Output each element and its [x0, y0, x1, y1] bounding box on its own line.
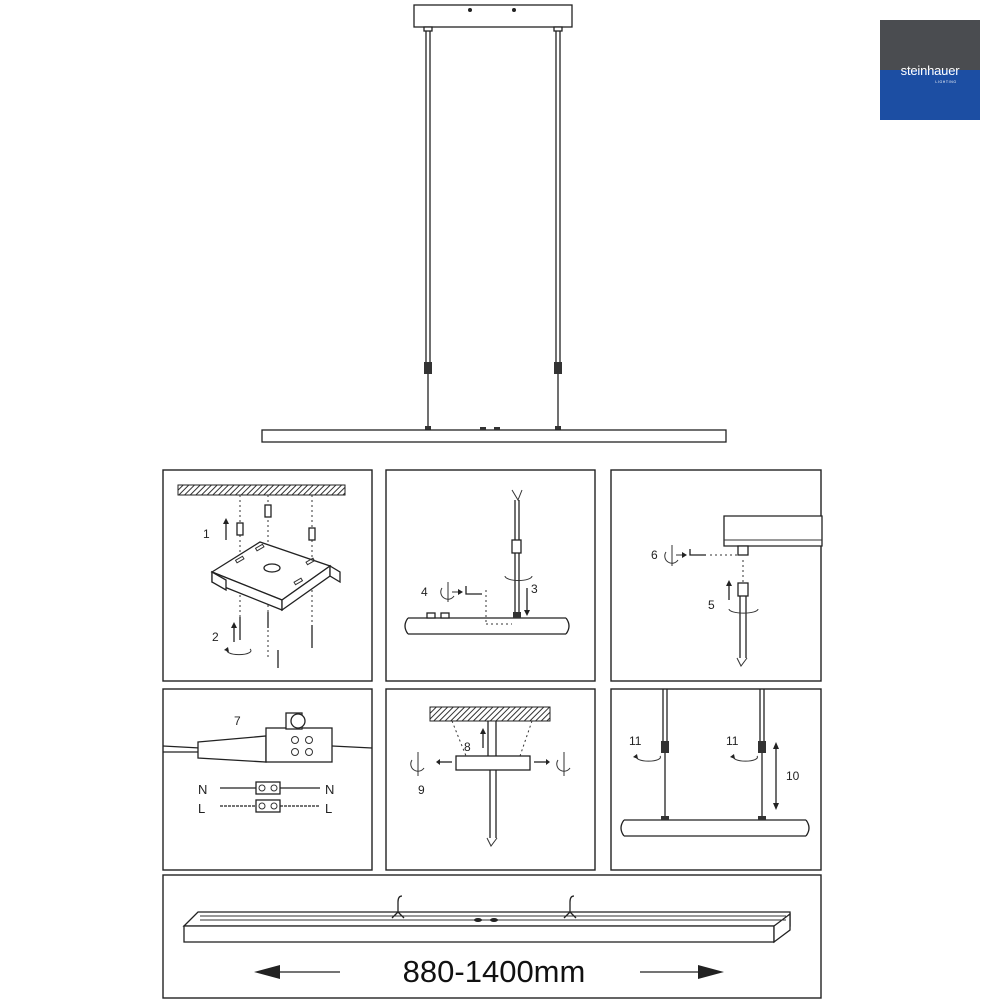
pendant-lamp-overview: [261, 4, 727, 443]
step-5-label: 5: [708, 598, 715, 612]
step-11-label-right: 11: [726, 734, 739, 748]
steinhauer-logo: steinhauer LIGHTING: [880, 20, 980, 120]
step-1-label: 1: [203, 527, 210, 541]
ceiling-hatch: [429, 706, 551, 722]
panel-step-5-6: 6 5: [610, 469, 823, 682]
allen-key: [689, 549, 706, 556]
cable-gripper: [424, 362, 432, 374]
allen-key: [465, 586, 482, 595]
cable-gripper: [661, 741, 669, 753]
step-10-label: 10: [786, 769, 800, 783]
ceiling-hatch: [177, 484, 346, 496]
luminaire-3d-top: [182, 911, 791, 927]
connector-live: [255, 799, 281, 813]
step-7-label: 7: [234, 714, 241, 728]
ceiling-canopy: [455, 755, 531, 771]
ceiling-canopy: [413, 4, 573, 28]
cable-gripper: [758, 741, 766, 753]
cable-gripper: [737, 582, 749, 597]
live-label: L: [198, 801, 205, 816]
luminaire-3d-front: [183, 925, 775, 943]
panel-dimension: 880-1400mm: [162, 874, 822, 999]
neutral-label: N: [198, 782, 207, 797]
neutral-label-right: N: [325, 782, 334, 797]
luminaire-bar: [261, 429, 727, 443]
terminal-block: [265, 727, 333, 763]
logo-wordmark: steinhauer: [901, 63, 961, 78]
logo-tagline: LIGHTING: [935, 80, 956, 84]
cable-gripper: [511, 539, 522, 554]
step-4-label: 4: [421, 585, 428, 599]
cable-gripper: [554, 362, 562, 374]
step-9-label: 9: [418, 783, 425, 797]
step-8-label: 8: [464, 740, 471, 754]
panel-step-7: 7 N L N L: [162, 688, 373, 871]
panel-step-3-4: 3 4: [385, 469, 596, 682]
step-2-label: 2: [212, 630, 219, 644]
panel-step-8-9: 8 9: [385, 688, 596, 871]
step-11-label: 11: [629, 734, 642, 748]
length-dimension-label: 880-1400mm: [403, 954, 586, 989]
connector-neutral: [255, 781, 281, 795]
panel-step-1-2: 1 2: [162, 469, 373, 682]
live-label-right: L: [325, 801, 332, 816]
step-3-label: 3: [531, 582, 538, 596]
step-6-label: 6: [651, 548, 658, 562]
panel-step-10-11: 11 11 10: [610, 688, 822, 871]
